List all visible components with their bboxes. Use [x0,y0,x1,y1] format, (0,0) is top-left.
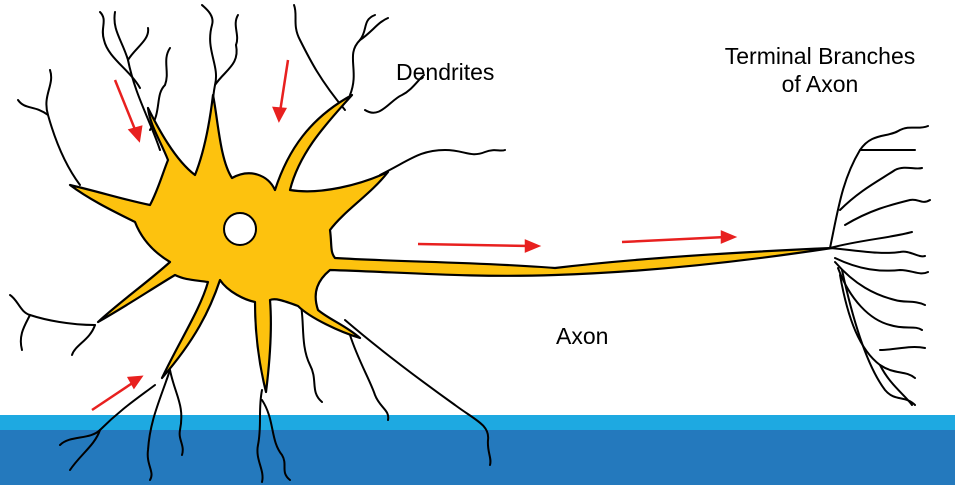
arrow-dendrite-top [280,60,288,112]
label-terminal-line1: Terminal Branches [698,42,942,70]
arrow-dendrite-left [115,80,136,132]
arrow-axon-2-head [722,232,734,242]
arrow-dendrite-left-head [130,127,141,140]
label-axon: Axon [556,322,608,350]
water-band-dark [0,430,955,485]
arrow-axon-1 [418,244,530,246]
label-terminal-line2: of Axon [698,70,942,98]
label-dendrites: Dendrites [396,58,494,86]
water-band-light [0,415,955,431]
arrow-axon-1-head [526,241,538,251]
nucleus [224,213,256,245]
label-terminal-branches: Terminal Branches of Axon [698,42,942,98]
arrow-dendrite-top-head [274,108,285,120]
arrow-axon-2 [622,237,726,242]
terminal-branches [830,126,930,405]
